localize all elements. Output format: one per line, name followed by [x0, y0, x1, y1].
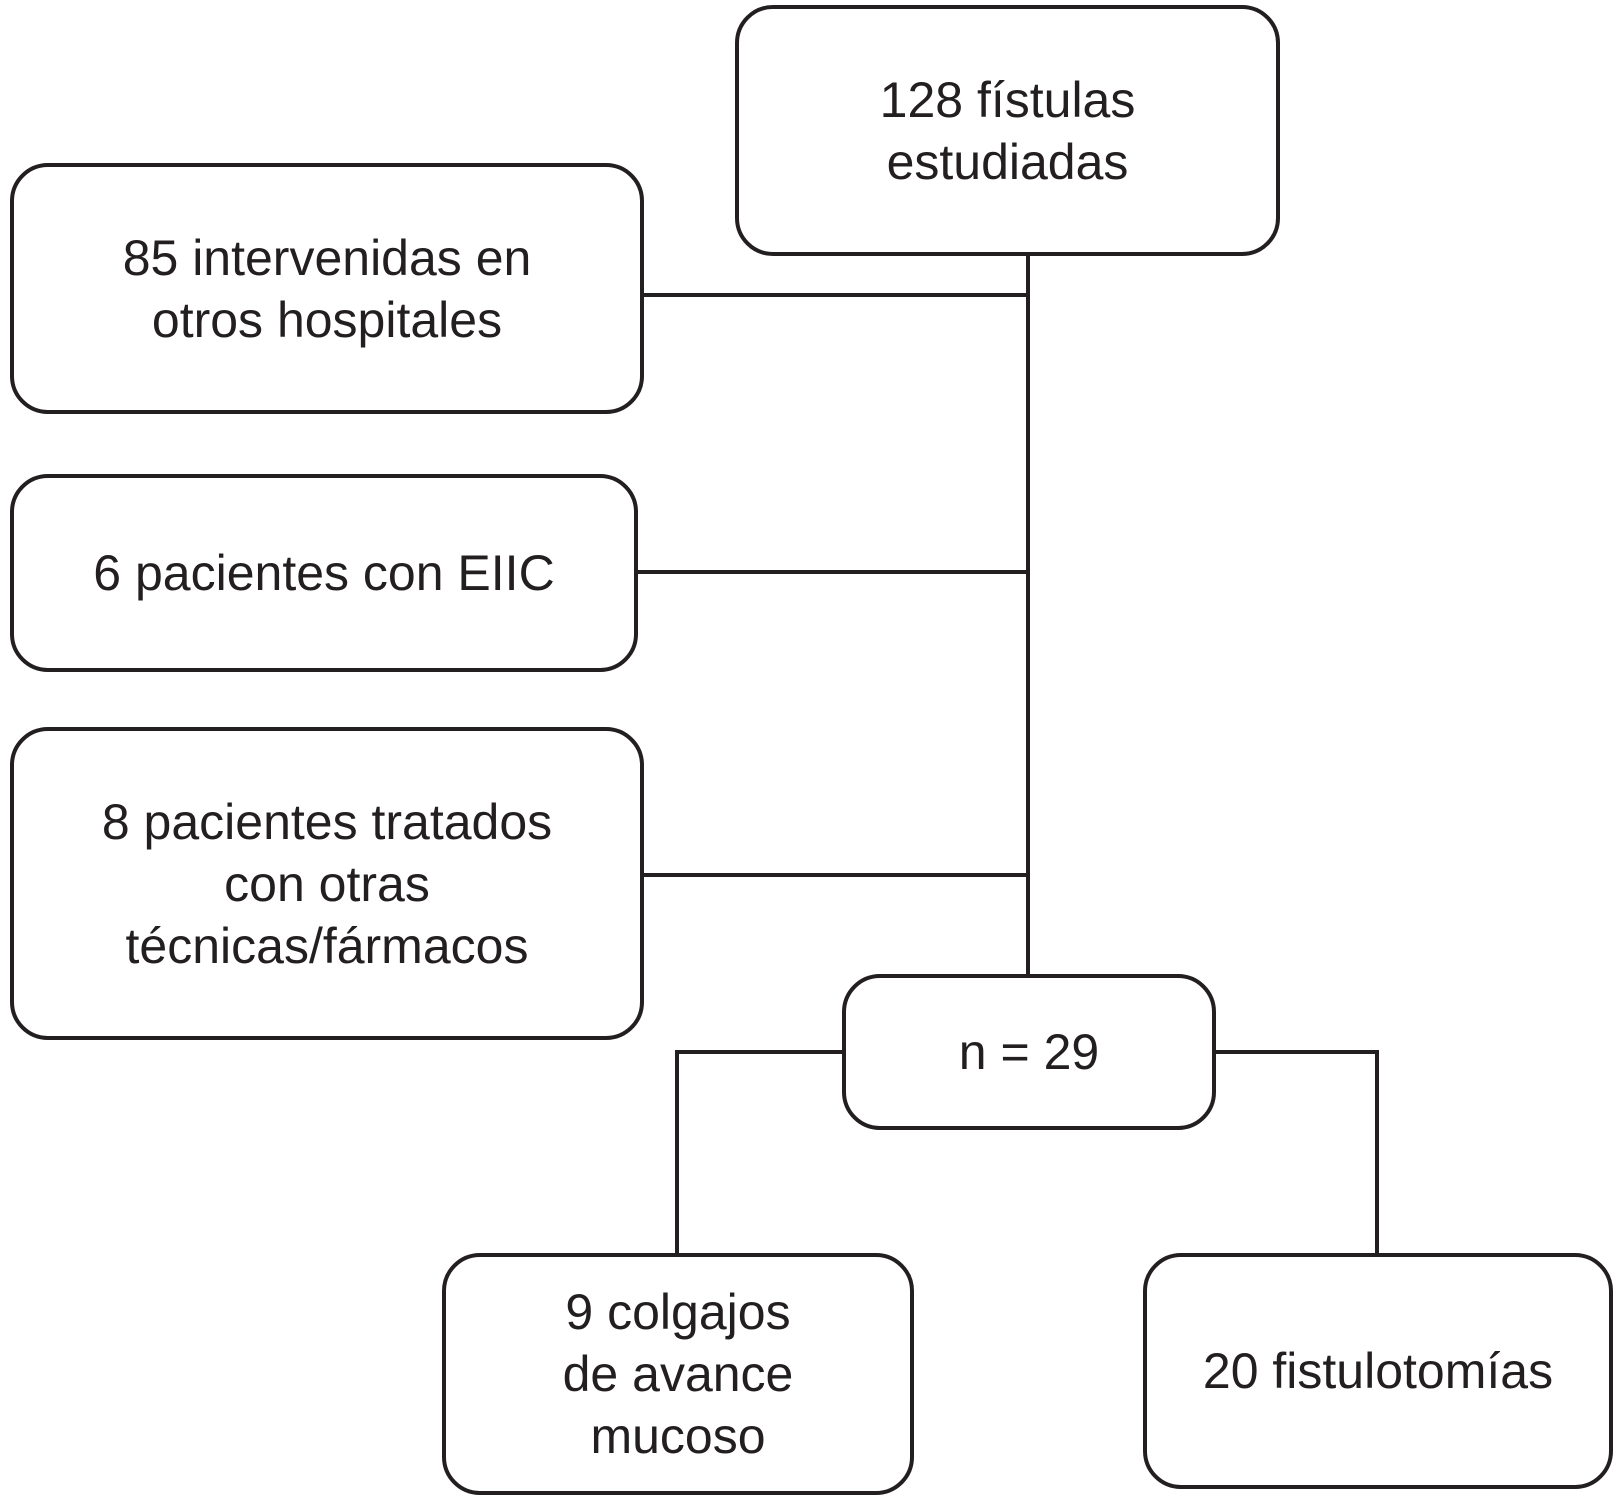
connector-trunk-vertical [1026, 254, 1030, 978]
node-excluded-other-techniques-label: 8 pacientes tratados con otras técnicas/… [101, 793, 553, 974]
connector-excluded-eiic [638, 570, 1030, 574]
node-excluded-other-hospitals: 85 intervenidas en otros hospitales [10, 163, 644, 414]
connector-included-right-horizontal [1214, 1050, 1377, 1054]
node-mucosal-advancement-flaps-label: 9 colgajos de avance mucoso [562, 1284, 794, 1464]
node-included-n29: n = 29 [842, 974, 1216, 1130]
node-included-n29-label: n = 29 [958, 1024, 1100, 1080]
node-excluded-eiic: 6 pacientes con EIIC [10, 474, 638, 672]
node-excluded-eiic-label: 6 pacientes con EIIC [93, 545, 555, 601]
node-mucosal-advancement-flaps: 9 colgajos de avance mucoso [442, 1253, 914, 1495]
node-total-fistulas-label: 128 fístulas estudiadas [879, 71, 1136, 190]
connector-excluded-other-techniques [644, 873, 1030, 877]
connector-drop-to-fistulotomies [1375, 1050, 1379, 1256]
connector-excluded-other-hospitals [644, 293, 1030, 297]
node-excluded-other-hospitals-label: 85 intervenidas en otros hospitales [122, 229, 532, 348]
connector-drop-to-flaps [675, 1050, 679, 1256]
node-fistulotomies-label: 20 fistulotomías [1202, 1343, 1554, 1399]
node-fistulotomies: 20 fistulotomías [1143, 1253, 1613, 1489]
connector-included-left-horizontal [677, 1050, 844, 1054]
node-total-fistulas: 128 fístulas estudiadas [735, 5, 1280, 256]
node-excluded-other-techniques: 8 pacientes tratados con otras técnicas/… [10, 727, 644, 1040]
